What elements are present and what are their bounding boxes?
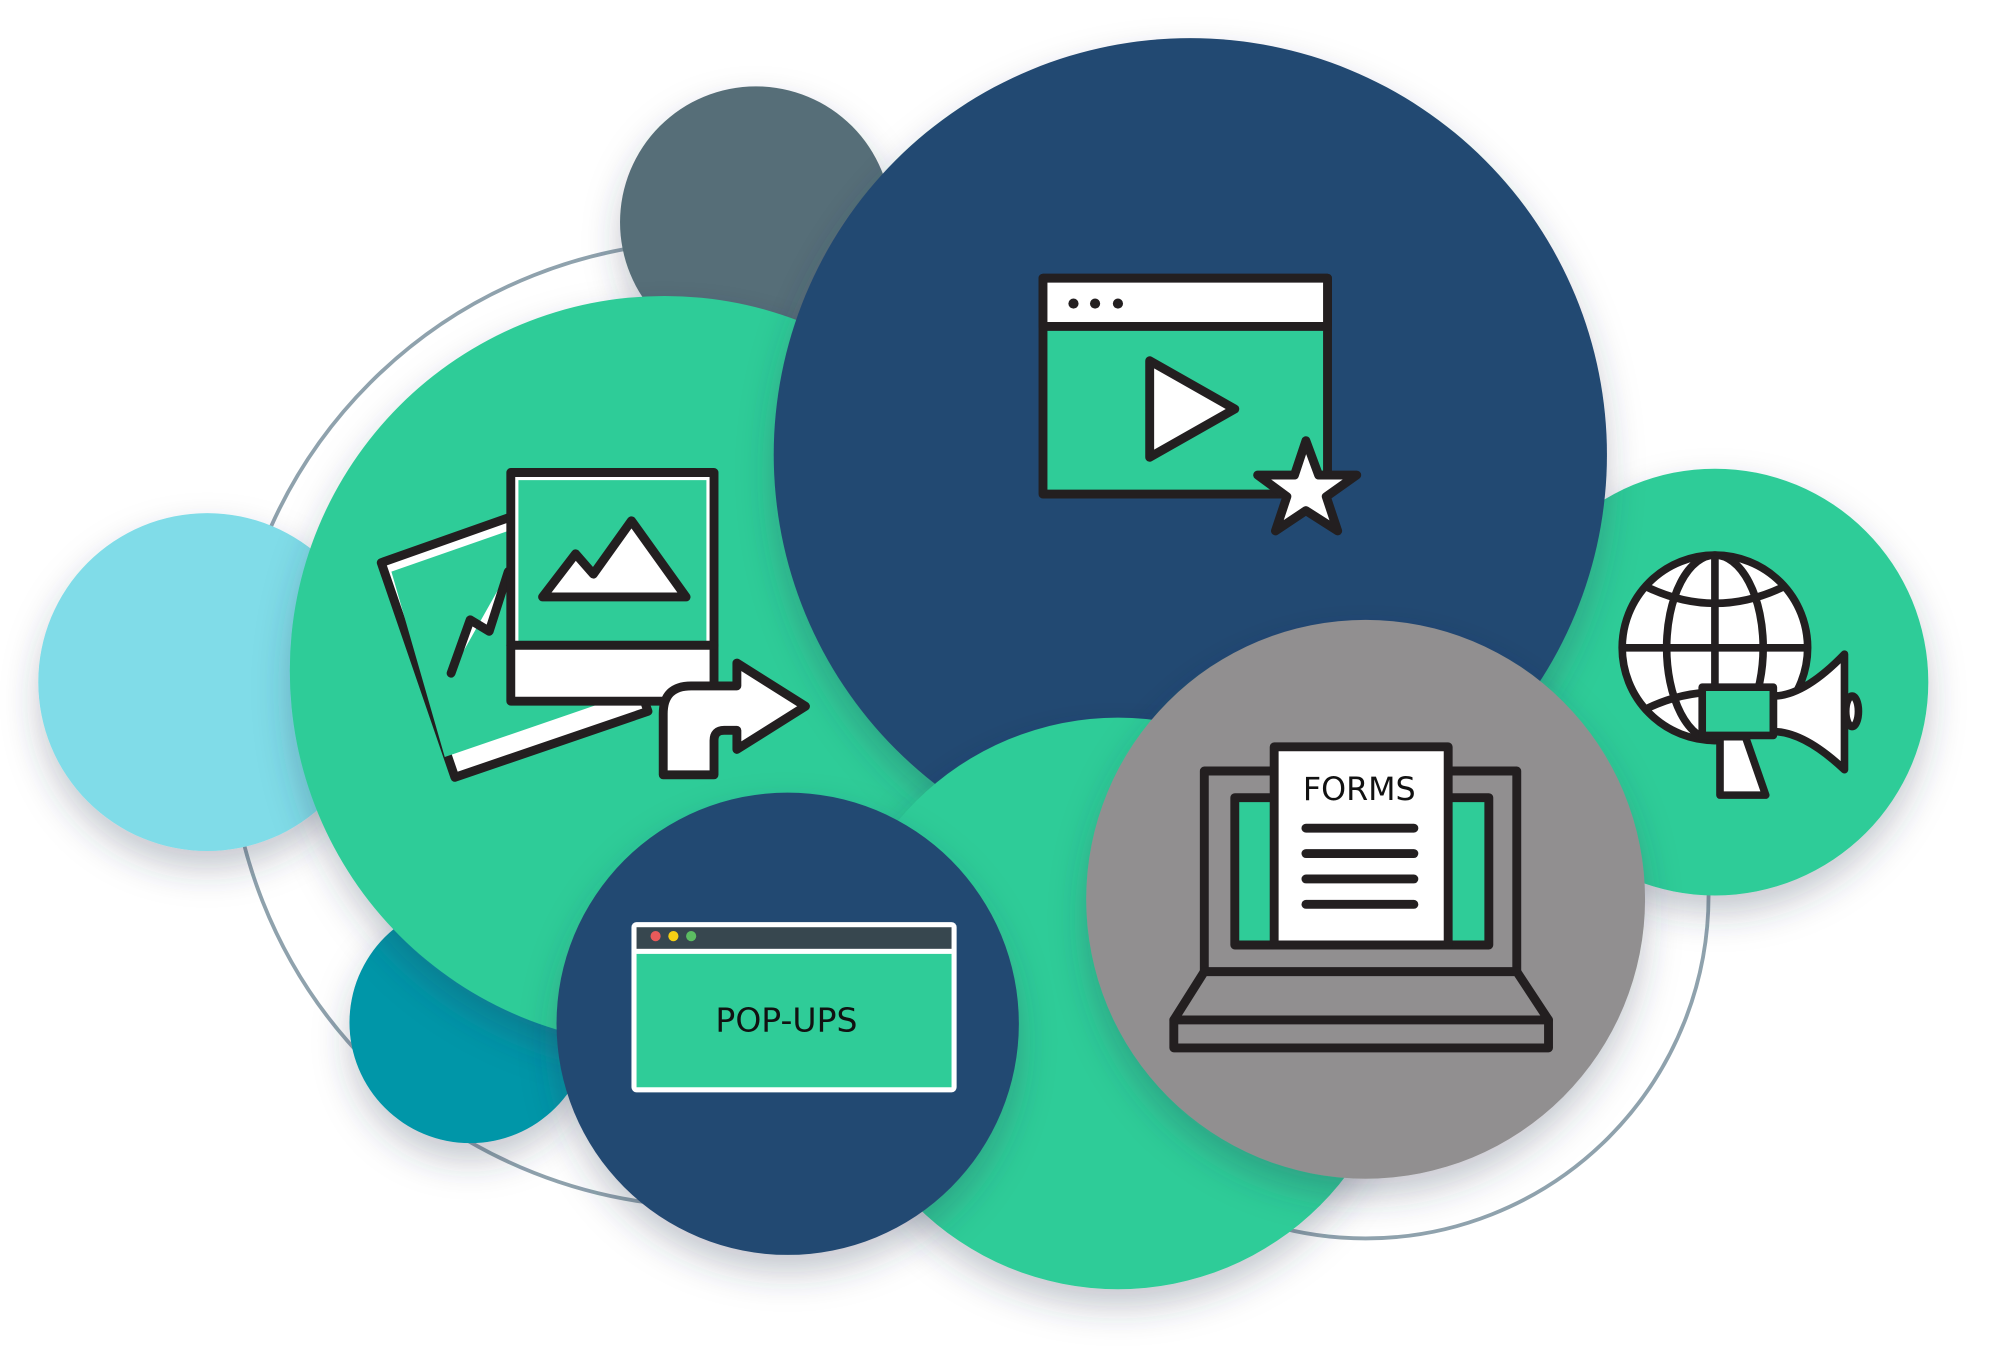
forms-label: FORMS (1303, 772, 1416, 808)
video-browser-star-icon (1038, 273, 1362, 536)
popup-window-icon: POP-UPS (631, 922, 957, 1093)
close-dot (650, 931, 661, 942)
maximize-dot (686, 931, 697, 942)
popups-label: POP-UPS (715, 1000, 857, 1039)
laptop-form-icon (1169, 742, 1553, 1053)
bubble-light-blue (38, 513, 377, 852)
image-gallery-share-icon (376, 468, 810, 782)
minimize-dot (668, 931, 679, 942)
globe-megaphone-icon (1618, 551, 1863, 799)
